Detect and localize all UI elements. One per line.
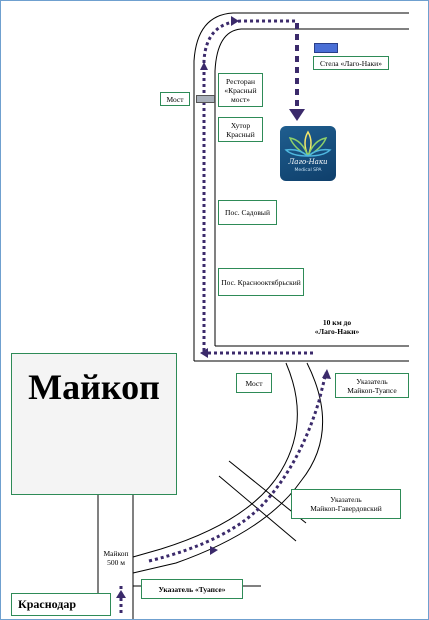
destination-name: Лаго-Наки xyxy=(288,158,328,166)
road-top-outer xyxy=(193,12,409,361)
route-arrow-down xyxy=(289,109,305,121)
route-line-2 xyxy=(148,372,328,563)
label-stela: Стела «Лаго-Наки» xyxy=(313,56,389,70)
stela-sign xyxy=(314,43,338,53)
road-curve-left xyxy=(132,362,298,558)
start-krasnodar: Краснодар xyxy=(11,593,111,616)
lotus-icon xyxy=(284,130,332,157)
label-bridge-mid: Мост xyxy=(236,373,272,393)
destination-subtitle: Medical SPA xyxy=(294,168,322,173)
label-sadovy: Пос. Садовый xyxy=(218,200,277,225)
label-krasnooktyabrsky: Пос. Краснооктябрьский xyxy=(218,268,304,296)
route-arrow-up-bottom xyxy=(116,590,126,598)
destination-logo: Лаго-Наки Medical SPA xyxy=(280,126,336,181)
route-arrow-right xyxy=(210,546,218,555)
label-pointer-tuapse: Указатель «Туапсе» xyxy=(141,579,243,599)
distance-note: 10 км до«Лаго-Наки» xyxy=(314,318,360,336)
city-maikop: Майкоп xyxy=(11,353,177,495)
label-bridge-top: Мост xyxy=(160,92,190,106)
route-line-4 xyxy=(202,19,297,351)
route-arrow-left xyxy=(200,348,208,358)
bridge-marker xyxy=(196,95,215,103)
road-curve-right xyxy=(132,362,323,574)
road-top-inner xyxy=(214,28,409,346)
route-arrow-up-mid xyxy=(322,369,331,379)
city-name: Майкоп xyxy=(28,367,160,407)
route-arrow-right-top xyxy=(231,16,239,26)
route-arrow-up-left xyxy=(200,62,208,70)
